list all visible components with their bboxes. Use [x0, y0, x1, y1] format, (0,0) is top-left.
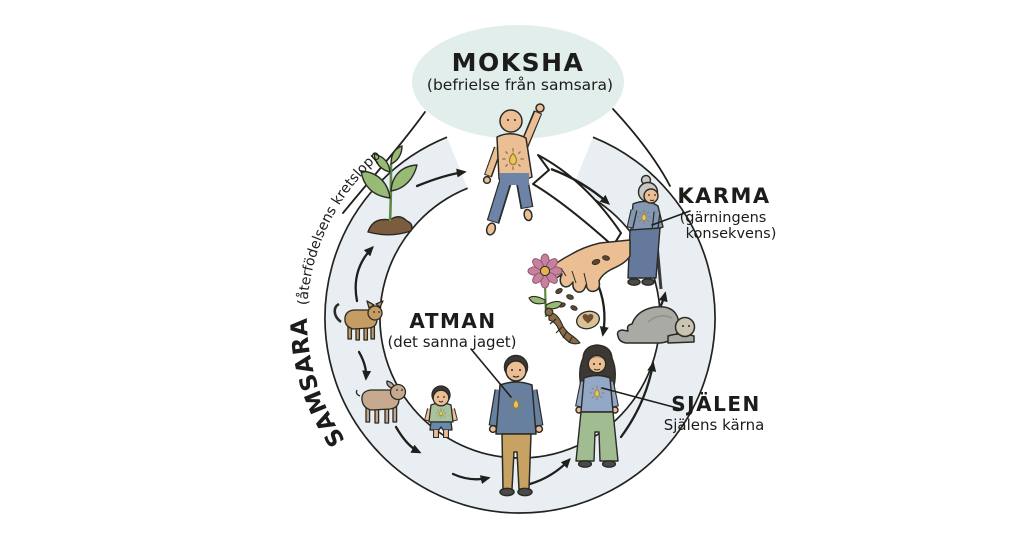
sjalen-leader-line — [601, 387, 682, 410]
arrow-cat-to-lamb — [357, 350, 372, 381]
leader-lines — [470, 210, 691, 410]
karma-title: KARMA — [677, 184, 770, 208]
karma-subtitle-line1: (gärningens — [680, 210, 767, 226]
karma-leader-line — [651, 210, 691, 226]
arrow-up-to-sprout — [354, 245, 374, 303]
arrow-man-to-woman — [528, 457, 571, 486]
child-icon — [424, 385, 458, 438]
seed-egg-icon — [576, 310, 600, 330]
elderly-woman-icon — [626, 174, 664, 290]
resting-person-icon — [616, 305, 696, 344]
arrow-plant-to-moksha — [415, 168, 467, 188]
sjalen-subtitle: Själens kärna — [664, 416, 765, 434]
cycle-arrows — [354, 168, 668, 486]
arrow-woman-to-resting — [619, 361, 657, 439]
moksha-subtitle: (befrielse från samsara) — [427, 76, 613, 94]
ascending-person-icon — [482, 103, 545, 236]
atman-subtitle: (det sanna jaget) — [387, 333, 516, 351]
karma-subtitle-line2: konsekvens) — [686, 226, 777, 242]
atman-title: ATMAN — [409, 309, 496, 333]
flower-icon — [527, 253, 563, 318]
moksha-title: MOKSHA — [452, 48, 585, 77]
lamb-icon — [355, 380, 407, 424]
woman-icon — [575, 344, 619, 468]
cat-icon — [333, 300, 384, 341]
man-icon — [488, 354, 544, 497]
arrow-child-to-man — [451, 472, 491, 485]
arrow-lamb-to-child — [394, 425, 422, 454]
atman-leader-line — [470, 348, 512, 398]
sprout-icon — [360, 145, 418, 236]
heart-icon — [582, 314, 594, 324]
sjalen-title: SJÄLEN — [671, 392, 760, 416]
lizard-icon — [544, 307, 581, 345]
